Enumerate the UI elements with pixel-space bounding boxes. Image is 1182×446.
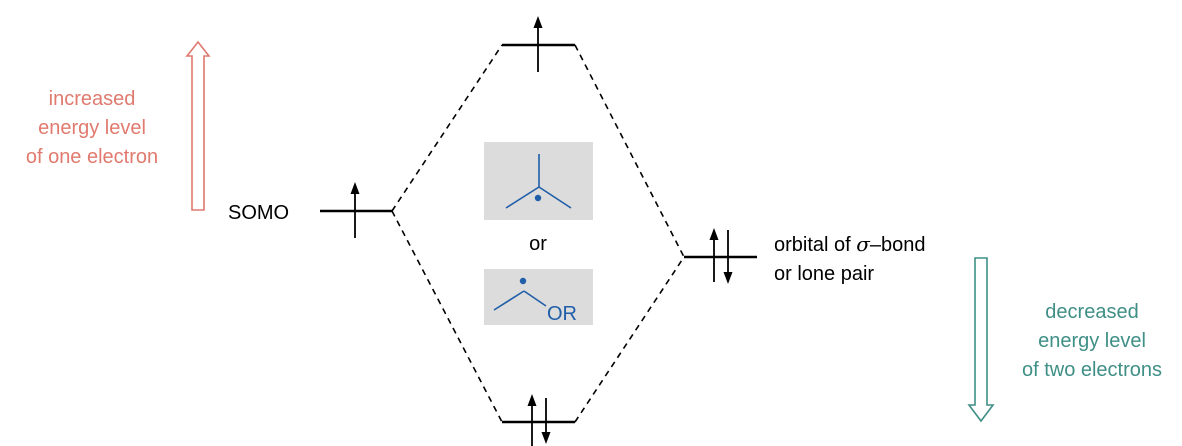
somo-label: SOMO: [228, 202, 289, 224]
increased-label-line-1: increased: [49, 88, 136, 110]
antibonding-to-sigma-line: [574, 44, 685, 258]
electron-up-icon: [527, 394, 537, 446]
radical-dot-icon: [519, 277, 527, 285]
sigma-orbital-label-line-1: orbital of σ–bond: [774, 232, 926, 256]
electron-up-icon: [533, 16, 543, 72]
increased-label-line-2: energy level: [38, 117, 146, 139]
electron-up-icon: [709, 228, 719, 282]
tertiary-radical-structure: [505, 154, 572, 209]
somo-to-antibonding-line: [391, 44, 503, 212]
sigma-symbol: σ: [856, 232, 871, 256]
increased-label-line-3: of one electron: [26, 146, 158, 168]
decreased-label-line-3: of two electrons: [1022, 359, 1162, 381]
alpha-alkoxy-radical-structure: [493, 290, 547, 311]
or-group-label: OR: [547, 303, 577, 325]
or-label: or: [529, 233, 547, 255]
decrease-arrow-icon: [967, 257, 995, 423]
radical-structure-box-2: [484, 269, 593, 325]
decreased-label-line-2: energy level: [1038, 330, 1146, 352]
radical-dot-icon: [534, 194, 542, 202]
decreased-label-line-1: decreased: [1045, 301, 1138, 323]
electron-down-icon: [541, 398, 551, 444]
electron-down-icon: [723, 230, 733, 284]
increase-arrow-icon: [185, 40, 211, 211]
correlation-lines: [391, 44, 685, 423]
somo-to-bonding-line: [391, 210, 503, 423]
sigma-orbital-label-line-2: or lone pair: [774, 263, 874, 285]
electron-arrows: [350, 16, 733, 446]
electron-up-icon: [350, 182, 360, 238]
